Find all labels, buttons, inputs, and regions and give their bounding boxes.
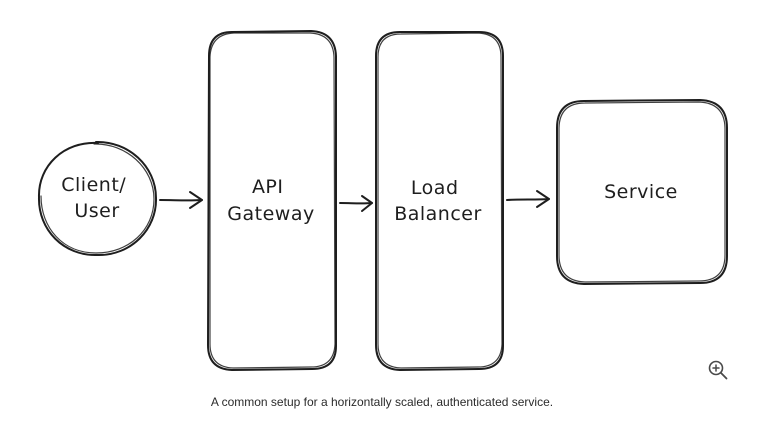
node-service: Service bbox=[556, 99, 728, 285]
svg-text:Client/ User: Client/ User bbox=[61, 174, 132, 222]
svg-text:API Gateway: API Gateway bbox=[227, 176, 314, 225]
edge-balancer-to-service bbox=[506, 190, 550, 208]
edge-gateway-to-balancer bbox=[339, 195, 373, 212]
node-load-balancer: Load Balancer bbox=[375, 31, 504, 371]
service-label: Service bbox=[604, 181, 678, 203]
client-label-line-2: User bbox=[74, 200, 119, 222]
gateway-label-line-1: API bbox=[252, 176, 284, 198]
zoom-in-button[interactable] bbox=[707, 359, 729, 381]
figure-caption: A common setup for a horizontally scaled… bbox=[210, 395, 554, 409]
balancer-label-line-2: Balancer bbox=[394, 203, 482, 225]
svg-text:Load Balancer: Load Balancer bbox=[394, 177, 482, 225]
architecture-diagram: Client/ User API Gateway Load Balancer bbox=[37, 30, 728, 371]
svg-text:Service: Service bbox=[604, 181, 678, 203]
zoom-in-icon bbox=[708, 360, 728, 380]
client-label-line-1: Client/ bbox=[61, 174, 126, 196]
edge-client-to-gateway bbox=[159, 191, 203, 209]
node-client: Client/ User bbox=[37, 140, 158, 257]
gateway-label-line-2: Gateway bbox=[227, 203, 314, 225]
node-api-gateway: API Gateway bbox=[207, 30, 337, 371]
clipped-top-fragment bbox=[140, 0, 180, 4]
balancer-label-line-1: Load bbox=[411, 177, 459, 199]
